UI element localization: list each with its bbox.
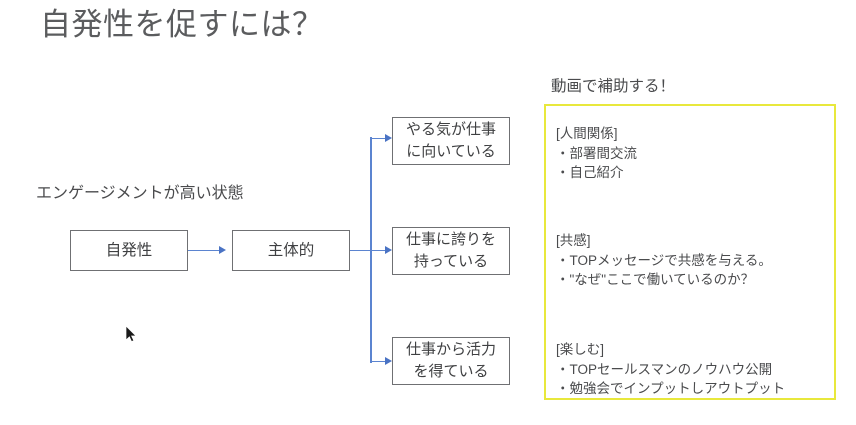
connector-branch-vitality [370,360,386,363]
panel-group-item: ・勉強会でインプットしアウトプット [556,381,786,396]
flow-box-branch-motivation-label: やる気が仕事 に向いている [405,121,496,160]
panel-group-empathy: [共感] ・TOPメッセージで共感を与える。 ・"なぜ"ここで働いているのか？ [556,231,772,290]
mouse-pointer-icon [126,326,137,343]
panel-group-item: ・部署間交流 [556,145,637,161]
flow-box-jihatsusei-label: 自発性 [105,242,153,259]
panel-group-item: ・自己紹介 [556,165,624,180]
arrow-head-icon [219,245,226,254]
engagement-state-label: エンゲージメントが高い状態 [36,185,244,202]
panel-group-title: [人間関係] [556,126,618,141]
panel-group-item: ・"なぜ"ここで働いているのか？ [556,272,755,287]
panel-group-item: ・TOPセールスマンのノウハウ公開 [556,361,773,377]
flow-box-branch-vitality: 仕事から活力 を得ている [392,337,510,385]
connector-branch-pride [370,249,386,252]
flow-box-branch-motivation: やる気が仕事 に向いている [392,117,510,165]
panel-group-title: [楽しむ] [556,342,605,357]
flow-box-shutaiteki-label: 主体的 [267,242,315,259]
flow-box-branch-pride: 仕事に誇りを 持っている [392,227,510,275]
flow-box-shutaiteki: 主体的 [232,230,350,271]
arrow-head-icon [385,133,392,142]
panel-group-human-relations: [人間関係] ・部署間交流 ・自己紹介 [556,124,637,183]
connector-jihatsusei-to-shutaiteki [188,249,224,252]
video-support-panel: [人間関係] ・部署間交流 ・自己紹介 [共感] ・TOPメッセージで共感を与え… [544,104,836,400]
panel-group-title: [共感] [556,233,591,248]
flow-box-jihatsusei: 自発性 [70,230,188,271]
flow-box-branch-pride-label: 仕事に誇りを 持っている [405,231,496,270]
video-support-heading: 動画で補助する！ [551,78,676,95]
connector-shutaiteki-trunk-stub [350,249,372,252]
panel-group-item: ・TOPメッセージで共感を与える。 [556,252,772,268]
page-title: 自発性を促すには？ [40,7,324,42]
panel-group-enjoy: [楽しむ] ・TOPセールスマンのノウハウ公開 ・勉強会でインプットしアウトプッ… [556,340,785,399]
arrow-head-icon [385,245,392,254]
connector-branch-motivation [370,137,386,140]
arrow-head-icon [385,356,392,365]
flow-box-branch-vitality-label: 仕事から活力 を得ている [405,341,496,380]
